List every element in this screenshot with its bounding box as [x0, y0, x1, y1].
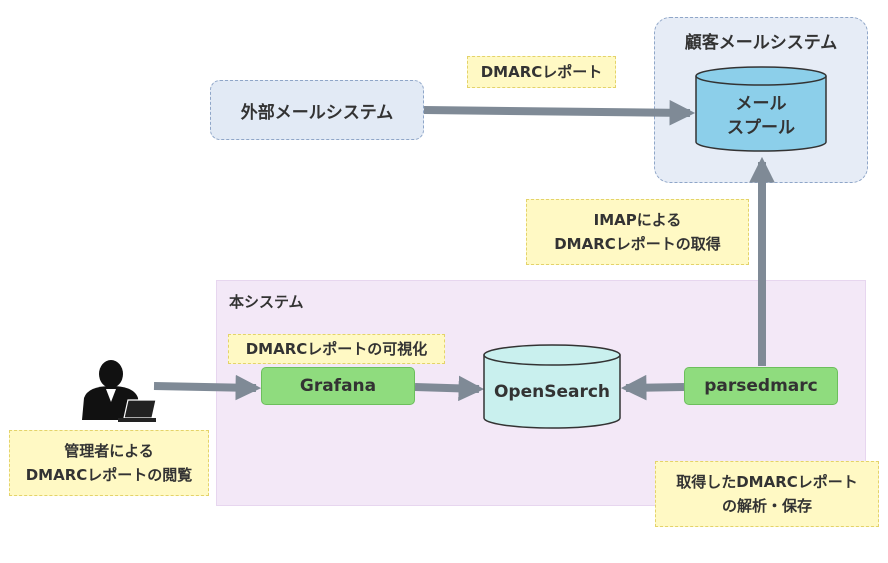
arrow-grafana-to-opensearch — [414, 375, 485, 402]
arrow-admin-to-grafana — [153, 374, 262, 401]
this-system-title: 本システム — [229, 293, 304, 311]
mail-spool-label-line2: スプール — [727, 118, 795, 138]
mail-spool-label: メール スプール — [696, 90, 826, 142]
note-admin-view-line1: 管理者による — [64, 442, 154, 460]
note-parse-save: 取得したDMARCレポート の解析・保存 — [655, 461, 879, 527]
parsedmarc-box: parsedmarc — [684, 367, 838, 405]
person-with-laptop-icon — [82, 360, 157, 422]
opensearch-cylinder — [483, 344, 621, 429]
note-imap-fetch-line2: DMARCレポートの取得 — [554, 235, 721, 253]
note-visualization: DMARCレポートの可視化 — [228, 334, 445, 364]
customer-mail-system-title: 顧客メールシステム — [684, 33, 838, 53]
note-admin-view: 管理者による DMARCレポートの閲覧 — [9, 430, 209, 496]
opensearch-label: OpenSearch — [493, 382, 611, 402]
external-mail-system-label: 外部メールシステム — [240, 102, 394, 123]
grafana-label: Grafana — [299, 376, 377, 396]
mail-spool-cylinder — [695, 66, 827, 152]
note-dmarc-report-text: DMARCレポート — [480, 63, 603, 81]
note-admin-view-line2: DMARCレポートの閲覧 — [25, 466, 193, 484]
note-visualization-text: DMARCレポートの可視化 — [245, 340, 428, 358]
note-parse-save-line2: の解析・保存 — [721, 497, 812, 515]
mail-spool-label-line1: メール — [735, 94, 787, 114]
arrow-parsedmarc-to-opensearch — [620, 374, 685, 401]
grafana-box: Grafana — [261, 367, 415, 405]
arrow-external-to-spool — [423, 99, 696, 126]
note-imap-fetch-line1: IMAPによる — [593, 211, 682, 229]
note-imap-fetch: IMAPによる DMARCレポートの取得 — [526, 199, 749, 265]
note-parse-save-line1: 取得したDMARCレポート — [676, 473, 858, 491]
parsedmarc-label: parsedmarc — [704, 376, 818, 396]
external-mail-system-box: 外部メールシステム — [210, 80, 424, 140]
note-dmarc-report: DMARCレポート — [467, 56, 616, 88]
